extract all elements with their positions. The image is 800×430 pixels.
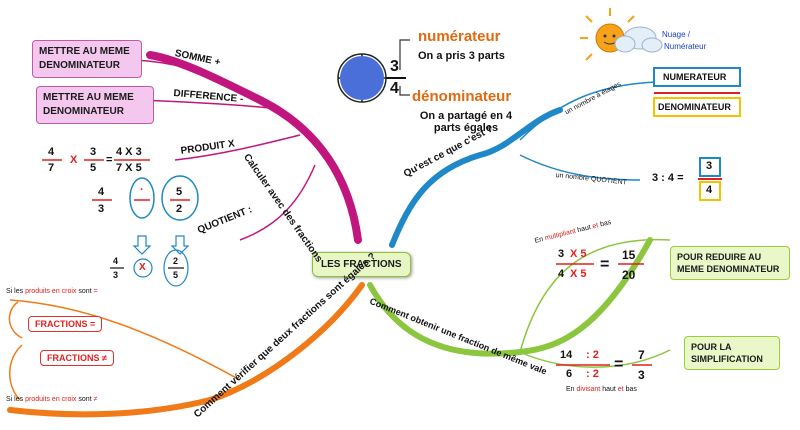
q1-num: 4 <box>98 186 105 198</box>
quotient-circle-1 <box>129 177 155 219</box>
p-eq: = <box>106 154 113 166</box>
verify-top-label: Si les produits en croix sont = <box>6 288 98 295</box>
branch-what <box>389 107 563 248</box>
denominateur-box <box>653 97 741 117</box>
denominateur-box-label: DENOMINATEUR <box>658 102 731 112</box>
m-num: 3 <box>558 248 565 260</box>
d-num: 14 <box>560 349 573 361</box>
d-den-op: : 2 <box>586 368 599 380</box>
cloud-sub: Numérateur <box>664 42 707 51</box>
r2-num: 2 <box>173 256 179 266</box>
times-circle <box>133 258 153 278</box>
same-denominator-box-2[interactable]: METTRE AU MEME DENOMINATEUR <box>36 86 154 124</box>
simplify-box[interactable]: POUR LA SIMPLIFICATION <box>684 336 780 370</box>
m-den-op: X 5 <box>570 268 587 280</box>
connector-etages <box>519 81 656 141</box>
numerateur-desc: On a pris 3 parts <box>418 50 505 62</box>
cloud-title: Nuage / <box>662 30 691 39</box>
m-res-den: 20 <box>622 268 636 282</box>
connector-somme <box>134 59 231 83</box>
p-op: X <box>70 154 78 166</box>
center-label: LES FRACTIONS <box>321 259 402 270</box>
p2-num: 3 <box>90 146 97 158</box>
q1-den: 3 <box>98 203 105 215</box>
r-op: X <box>139 262 146 273</box>
m-den: 4 <box>558 268 565 280</box>
same-denominator-box-1[interactable]: METTRE AU MEME DENOMINATEUR <box>32 40 142 78</box>
numerateur-title: numérateur <box>418 28 501 45</box>
center-node[interactable]: LES FRACTIONS <box>312 252 411 277</box>
q3-num: 5 <box>176 186 183 198</box>
reduce-box[interactable]: POUR REDUIRE AU MEME DENOMINATEUR <box>670 246 790 280</box>
denominateur-title: dénominateur <box>412 88 512 105</box>
q-den: 4 <box>706 184 713 196</box>
denominateur-desc: On a partagé en 4 parts égales <box>419 110 513 134</box>
q3-den: 2 <box>176 203 183 215</box>
m-res-num: 15 <box>622 248 636 262</box>
p1-num: 4 <box>48 146 55 158</box>
connector-quotient-def <box>519 154 641 181</box>
q-num-box <box>699 157 721 177</box>
legend-bracket-top <box>399 39 410 70</box>
d-res-num: 7 <box>638 348 645 362</box>
numerateur-box <box>653 67 741 87</box>
division-label: 3 : 4 = <box>652 172 684 184</box>
connector-produit <box>174 134 301 161</box>
branch-verify <box>7 282 365 418</box>
verify-bottom-label: Si les produits en croix sont ≠ <box>6 396 98 403</box>
bracket-neq <box>9 344 23 401</box>
numerateur-box-label: NUMERATEUR <box>663 72 727 82</box>
q-den-box <box>699 181 721 201</box>
r2-den: 5 <box>173 270 179 280</box>
m-eq: = <box>600 256 610 273</box>
connector-difference <box>139 99 271 109</box>
quotient-circle-2 <box>161 175 199 221</box>
big-denominator: 4 <box>390 80 399 97</box>
p-res-num: 4 X 3 <box>116 146 142 158</box>
q-op: · <box>140 184 144 196</box>
big-numerator: 3 <box>390 58 399 75</box>
bracket-eq <box>8 301 23 339</box>
d-eq: = <box>614 356 624 373</box>
r1-den: 3 <box>113 270 119 280</box>
result-circle <box>163 249 189 287</box>
p-res-den: 7 X 5 <box>116 162 142 174</box>
p2-den: 5 <box>90 162 97 174</box>
pie-quarters-icon <box>337 53 387 103</box>
connector-obtain-top <box>519 238 671 353</box>
d-num-op: : 2 <box>586 349 599 361</box>
p1-den: 7 <box>48 162 55 174</box>
fractions-not-equal-box[interactable]: FRACTIONS ≠ <box>40 350 114 366</box>
r1-num: 4 <box>113 256 119 266</box>
sun-cloud-icon <box>580 8 663 61</box>
down-arrow-1 <box>132 235 152 255</box>
divide-label: En divisant haut et bas <box>566 386 637 393</box>
connector-quotient <box>239 164 316 241</box>
connector-verify-top <box>9 299 241 381</box>
connector-obtain-bottom <box>519 349 671 368</box>
branch-calc <box>146 51 362 244</box>
m-num-op: X 5 <box>570 248 587 260</box>
d-den: 6 <box>566 368 573 380</box>
legend-bracket-bottom <box>399 86 410 96</box>
q-num: 3 <box>706 160 713 172</box>
fractions-equal-box[interactable]: FRACTIONS = <box>28 316 103 332</box>
d-res-den: 3 <box>638 368 645 382</box>
